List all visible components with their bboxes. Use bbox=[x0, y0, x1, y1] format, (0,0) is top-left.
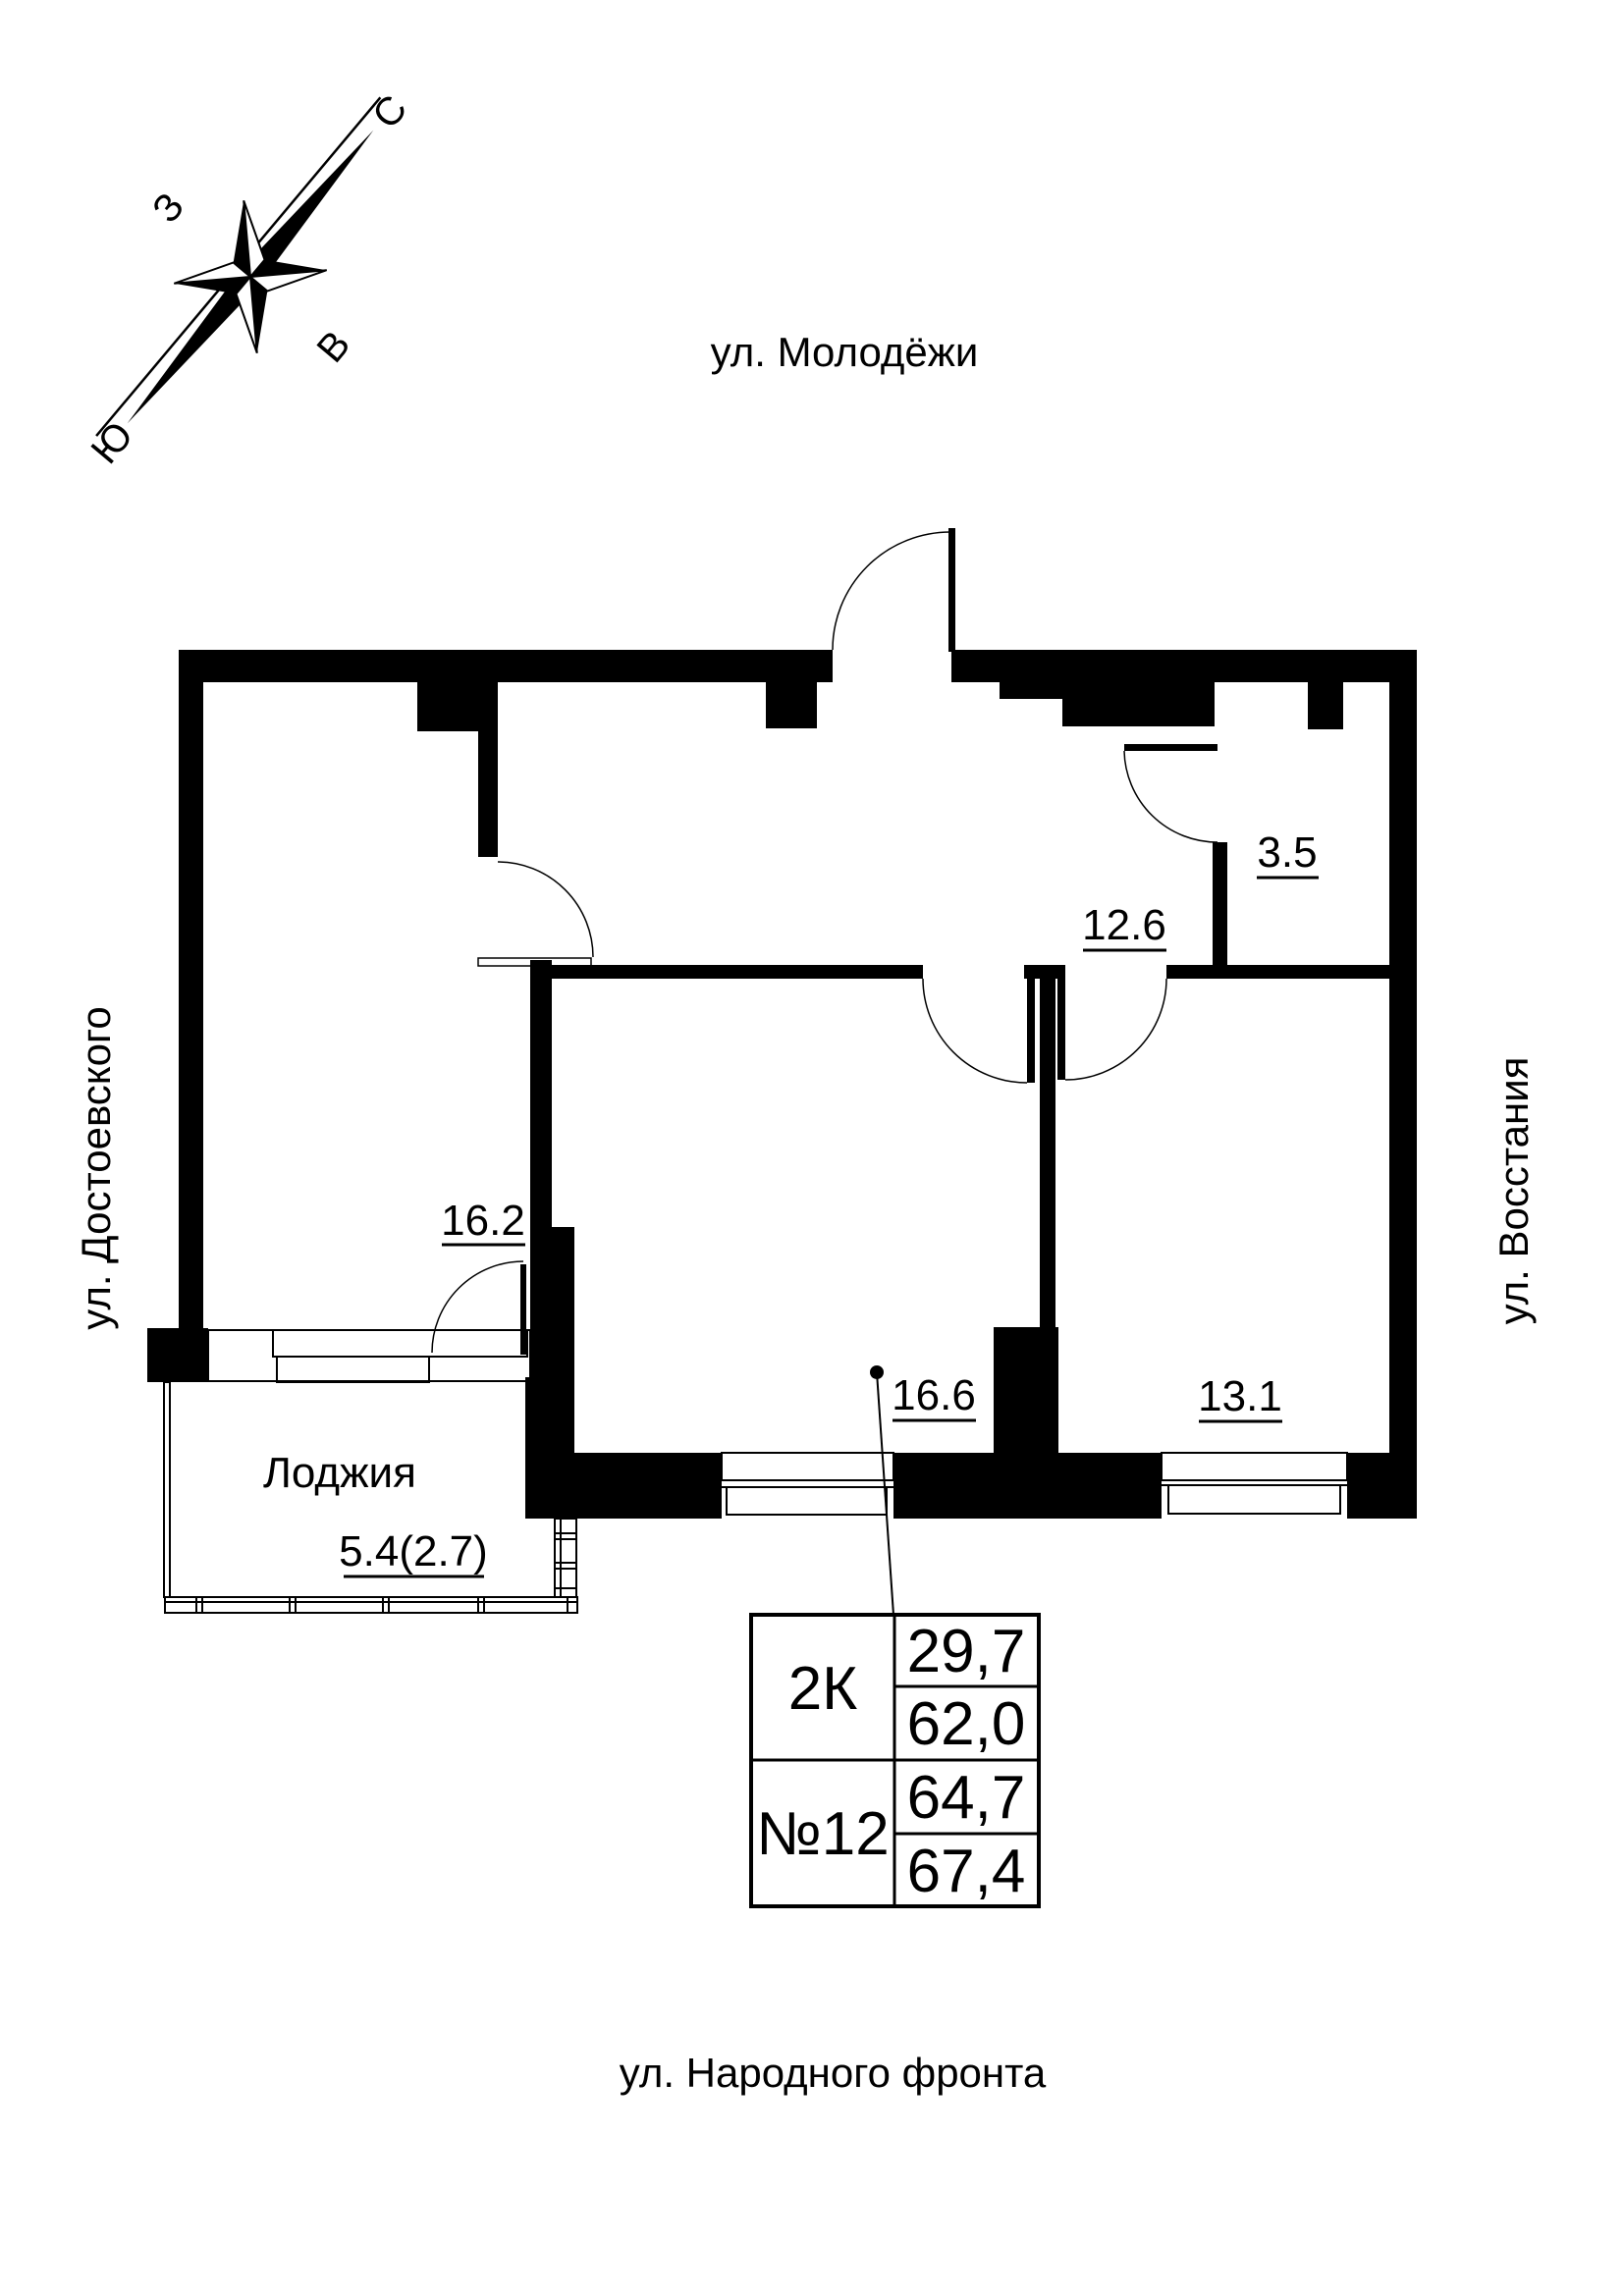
room-label-16-2: 16.2 bbox=[441, 1197, 525, 1247]
balcony-door-arc bbox=[431, 1260, 524, 1354]
room-label-loggia: Лоджия 5.4(2.7) bbox=[263, 1449, 488, 1578]
loggia-name: Лоджия bbox=[263, 1449, 416, 1497]
compass-label-west: З bbox=[144, 186, 192, 232]
street-label-right: ул. Восстания bbox=[1490, 1057, 1537, 1325]
room-area-16-2: 16.2 bbox=[441, 1197, 525, 1245]
street-label-bottom: ул. Народного фронта bbox=[620, 2050, 1047, 2096]
wall-top-step-entrance bbox=[766, 682, 817, 728]
wall-room162-room166 bbox=[530, 960, 552, 1227]
wall-outer-top-left bbox=[179, 650, 833, 682]
room166-door-leaf bbox=[1027, 979, 1035, 1083]
loggia-structure bbox=[163, 1381, 578, 1614]
room-area-12-6: 12.6 bbox=[1082, 901, 1166, 949]
wall-pier-loggia-left bbox=[147, 1328, 208, 1382]
loggia-glazing-right bbox=[554, 1518, 577, 1598]
wall-hall-bottom-stub bbox=[1024, 965, 1065, 979]
room131-door-arc bbox=[1064, 978, 1167, 1081]
room162-door-threshold bbox=[477, 957, 592, 967]
room-area-16-6: 16.6 bbox=[892, 1371, 976, 1419]
bathroom-door-leaf bbox=[1124, 744, 1217, 751]
table-value-total-area: 67,4 bbox=[907, 1838, 1026, 1905]
wall-hall-bottom-left bbox=[552, 965, 923, 979]
info-table: 2К №12 29,7 62,0 64,7 67,4 bbox=[749, 1613, 1041, 1908]
wall-top-right-step-b bbox=[1062, 682, 1215, 726]
wall-partition-room166-room131 bbox=[1040, 979, 1055, 1327]
street-label-top: ул. Молодёжи bbox=[711, 329, 979, 375]
compass-label-east: В bbox=[309, 323, 359, 371]
table-rooms-type: 2К bbox=[788, 1655, 858, 1723]
wall-outer-bottom-a bbox=[572, 1453, 722, 1519]
wall-outer-top-right bbox=[951, 650, 1417, 682]
wall-pier-room162 bbox=[530, 1227, 574, 1377]
table-value-area-3: 64,7 bbox=[907, 1764, 1026, 1832]
wall-pier-room166-room131 bbox=[994, 1327, 1058, 1453]
entrance-door-arc bbox=[832, 531, 951, 651]
wall-hall-bottom-right bbox=[1166, 965, 1389, 979]
room-area-13-1: 13.1 bbox=[1198, 1372, 1282, 1420]
compass-rose: С Ю З В bbox=[83, 87, 416, 472]
wall-bathroom-left bbox=[1213, 842, 1227, 965]
wall-outer-left bbox=[179, 650, 203, 1328]
wall-top-right-step-a bbox=[1000, 682, 1062, 699]
window-room162 bbox=[207, 1329, 531, 1383]
room-label-16-6: 16.6 bbox=[892, 1371, 976, 1422]
table-value-living-area: 29,7 bbox=[907, 1618, 1026, 1685]
room-label-12-6: 12.6 bbox=[1082, 901, 1166, 952]
street-label-left: ул. Достоевского bbox=[73, 1006, 119, 1329]
wall-room162-right-upper bbox=[478, 731, 498, 857]
room166-door-arc bbox=[922, 978, 1028, 1084]
entrance-door-leaf bbox=[948, 528, 955, 652]
table-value-area-2: 62,0 bbox=[907, 1690, 1026, 1758]
room131-door-leaf bbox=[1057, 979, 1065, 1080]
bathroom-door-arc bbox=[1123, 750, 1218, 843]
wall-top-step-room162 bbox=[417, 682, 498, 731]
room-label-13-1: 13.1 bbox=[1198, 1372, 1282, 1423]
wall-outer-bottom-c bbox=[1347, 1453, 1417, 1519]
loggia-area: 5.4(2.7) bbox=[339, 1527, 488, 1575]
leader-line bbox=[876, 1371, 894, 1616]
compass-label-south: Ю bbox=[83, 414, 142, 472]
window-room166 bbox=[718, 1452, 896, 1516]
compass-star bbox=[173, 199, 328, 354]
wall-outer-bottom-b bbox=[893, 1453, 1162, 1519]
wall-outer-right bbox=[1389, 650, 1417, 1519]
room-label-3-5: 3.5 bbox=[1257, 828, 1319, 880]
balcony-door-leaf bbox=[520, 1264, 526, 1355]
wall-loggia-right bbox=[525, 1377, 574, 1519]
table-apartment-number: №12 bbox=[756, 1800, 889, 1868]
wall-pier-top-right bbox=[1308, 682, 1343, 729]
room-area-3-5: 3.5 bbox=[1257, 828, 1317, 877]
compass-label-north: С bbox=[364, 87, 415, 136]
room162-door-arc bbox=[497, 861, 594, 958]
window-room131 bbox=[1158, 1452, 1351, 1515]
